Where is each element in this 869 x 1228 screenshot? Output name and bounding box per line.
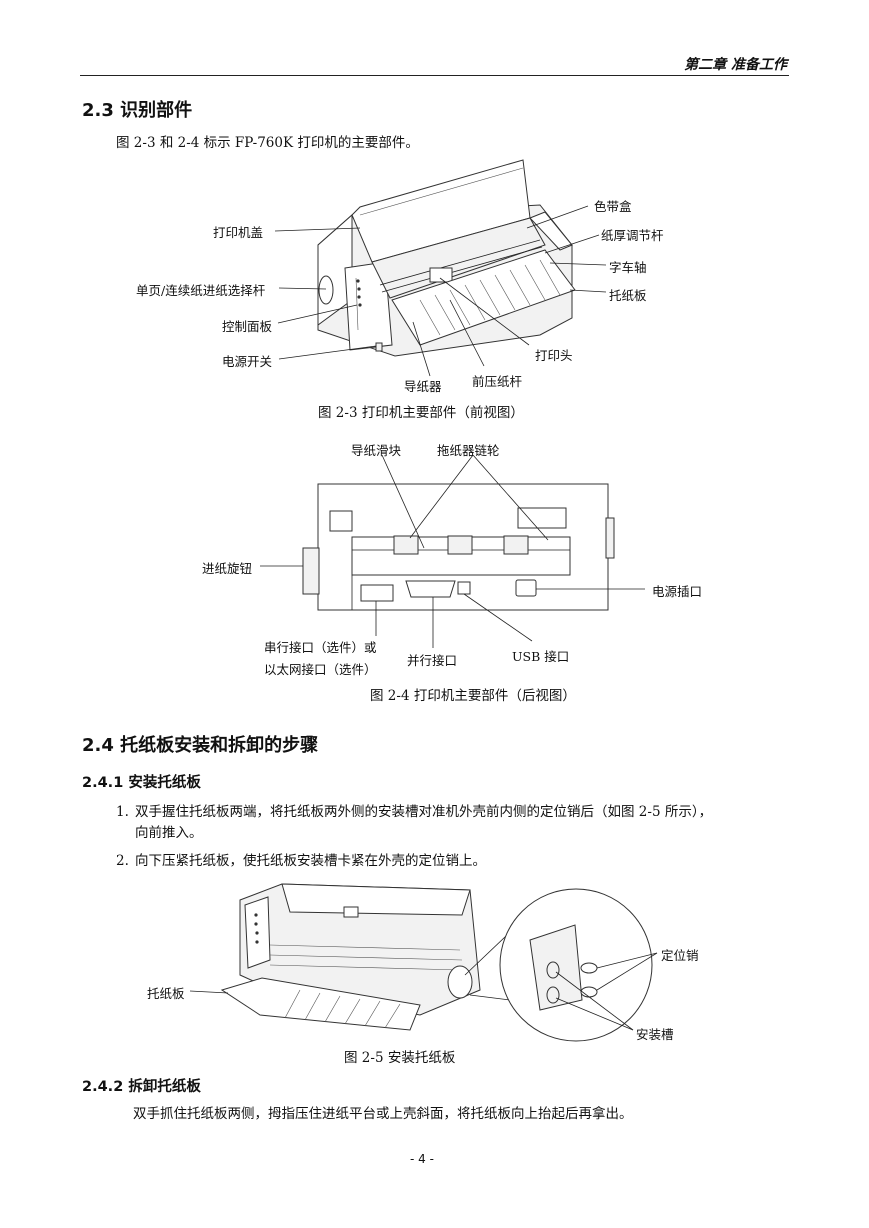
label-carriage-shaft: 字车轴 [609, 260, 647, 275]
step-1-line-2: 向前推入。 [135, 825, 203, 841]
figure-2-3-caption: 图 2-3 打印机主要部件（前视图） [318, 405, 524, 421]
label-locating-pin: 定位销 [661, 948, 699, 963]
label-front-bail: 前压纸杆 [472, 374, 523, 389]
label-parallel-port: 并行接口 [407, 653, 458, 668]
label-fig25-tray: 托纸板 [147, 986, 185, 1001]
step-1-line-1: 双手握住托纸板两端，将托纸板两外侧的安装槽对准机外壳前内侧的定位销后（如图 2-… [135, 804, 713, 820]
section-2-3-intro: 图 2-3 和 2-4 标示 FP-760K 打印机的主要部件。 [116, 135, 419, 151]
label-ribbon-cartridge: 色带盒 [594, 199, 632, 214]
section-2-4-title: 2.4 托纸板安装和拆卸的步骤 [82, 735, 319, 756]
step-2-number: 2. [116, 853, 129, 869]
label-serial-port-line1: 串行接口（选件）或 [264, 640, 377, 655]
label-mounting-slot: 安装槽 [636, 1027, 674, 1042]
section-2-3-title: 2.3 识别部件 [82, 100, 193, 121]
section-2-4-2-title: 2.4.2 拆卸托纸板 [82, 1079, 201, 1095]
label-cover: 打印机盖 [213, 225, 264, 240]
figure-2-4-caption: 图 2-4 打印机主要部件（后视图） [370, 688, 576, 704]
label-serial-port-line2: 以太网接口（选件） [264, 662, 377, 677]
page-number: - 4 - [410, 1152, 434, 1166]
label-print-head: 打印头 [535, 348, 573, 363]
running-header: 第二章 准备工作 [684, 57, 787, 73]
label-paper-slider: 导纸滑块 [351, 443, 402, 458]
label-power-switch: 电源开关 [222, 354, 273, 369]
label-thickness-lever: 纸厚调节杆 [601, 228, 664, 243]
label-usb-port: USB 接口 [512, 649, 570, 664]
label-feed-knob: 进纸旋钮 [202, 561, 253, 576]
section-2-4-2-text: 双手抓住托纸板两侧，拇指压住进纸平台或上壳斜面，将托纸板向上抬起后再拿出。 [133, 1106, 633, 1122]
label-paper-tray: 托纸板 [609, 288, 647, 303]
label-control-panel: 控制面板 [222, 319, 273, 334]
label-paper-selector: 单页/连续纸进纸选择杆 [136, 283, 266, 298]
label-paper-guide: 导纸器 [404, 379, 442, 394]
section-2-4-1-title: 2.4.1 安装托纸板 [82, 775, 201, 791]
step-1-number: 1. [116, 804, 129, 820]
header-rule [80, 75, 789, 76]
step-2-text: 向下压紧托纸板，使托纸板安装槽卡紧在外壳的定位销上。 [135, 853, 486, 869]
figure-2-5-caption: 图 2-5 安装托纸板 [344, 1050, 456, 1066]
label-tractor-sprocket: 拖纸器链轮 [437, 443, 500, 458]
label-power-socket: 电源插口 [652, 584, 703, 599]
